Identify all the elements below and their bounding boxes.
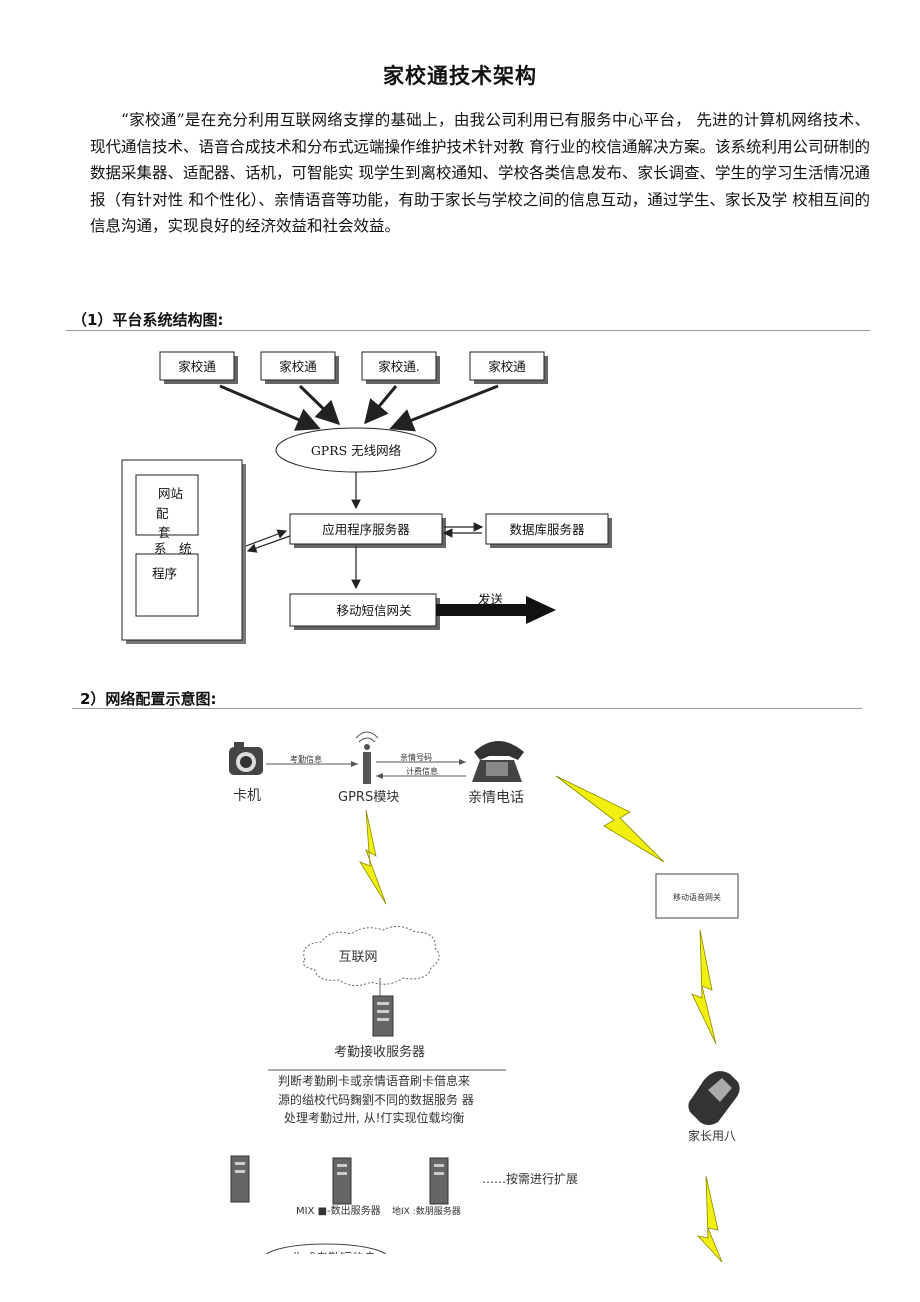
mobile-phone-icon bbox=[688, 1071, 740, 1125]
lightning-icon bbox=[691, 929, 717, 1045]
server-label-2: 地IX :数朋服务器 bbox=[392, 1205, 461, 1217]
camera-icon bbox=[229, 742, 263, 775]
gprs-network-label: GPRS 无线网络 bbox=[311, 443, 402, 458]
app-server-label: 应用程序服务器 bbox=[322, 522, 410, 537]
panel-line-2: 配 bbox=[156, 506, 169, 521]
send-arrow: 发送 bbox=[436, 592, 556, 624]
top-box-1-label: 家校通 bbox=[178, 359, 216, 374]
data-server-icon bbox=[332, 1157, 352, 1205]
app-db-link bbox=[442, 522, 484, 538]
panel-program-label: 程序 bbox=[152, 566, 177, 581]
lightning-icon bbox=[555, 775, 665, 863]
top-box-2: 家校通 bbox=[260, 351, 339, 384]
panel-line-1: 网站 bbox=[158, 486, 183, 501]
top-box-3: 家校通. bbox=[361, 351, 440, 384]
note-line-2: 源的缢校代码麴劉不同的数据服务 器 bbox=[278, 1092, 474, 1107]
attendance-info-label: 考勤信息 bbox=[290, 754, 322, 764]
note-line-1: 判断考勤刷卡或亲情语音刷卡借息来 bbox=[278, 1073, 470, 1088]
server-label-1: MIX ■-数出服务器 bbox=[296, 1204, 381, 1217]
app-server-box: 应用程序服务器 bbox=[289, 513, 446, 548]
send-label: 发送 bbox=[478, 592, 504, 607]
gprs-network-ellipse: GPRS 无线网络 bbox=[275, 427, 437, 473]
page-title: 家校通技术架构 bbox=[383, 63, 537, 88]
note-line-3: 处理考勤过卅, 从!仃实现位载均衡 bbox=[284, 1110, 464, 1125]
sms-gateway-box: 移动短信网关 bbox=[289, 593, 440, 630]
receive-server-icon bbox=[372, 995, 394, 1037]
receive-server-label: 考勤接收服务器 bbox=[334, 1044, 425, 1060]
section1-rule bbox=[66, 330, 870, 331]
voice-gateway-label: 移动语音网关 bbox=[673, 892, 721, 902]
top-box-3-label: 家校通. bbox=[378, 359, 419, 374]
family-number-label: 亲情号码 bbox=[400, 752, 432, 762]
website-panel: 网站 配 套 系 统 程序 bbox=[121, 459, 246, 644]
lightning-icons bbox=[359, 775, 723, 1263]
section2-rule bbox=[72, 708, 862, 709]
internet-cloud: 互联网 bbox=[302, 926, 440, 986]
top-arrows bbox=[219, 384, 499, 432]
sms-gateway-label: 移动短信网关 bbox=[336, 603, 411, 618]
top-box-4-label: 家校通 bbox=[488, 359, 526, 374]
panel-line-3: 套 bbox=[158, 525, 171, 540]
expand-label: ……按需进行扩展 bbox=[482, 1172, 578, 1186]
intro-paragraph: “家校通”是在充分利用互联网络支撑的基础上，由我公司利用已有服务中心平台， 先进… bbox=[90, 111, 870, 236]
gprs-antenna-icon bbox=[355, 731, 379, 784]
db-server-label: 数据库服务器 bbox=[509, 522, 585, 537]
panel-line-4: 系 统 bbox=[154, 541, 192, 556]
top-box-1: 家校通 bbox=[159, 351, 238, 384]
voice-gateway-box: 移动语音网关 bbox=[655, 873, 739, 919]
lightning-icon bbox=[696, 1175, 723, 1263]
billing-info-label: 计费信息 bbox=[406, 766, 438, 776]
data-server-icon bbox=[230, 1155, 250, 1203]
gprs-module-label: GPRS模块 bbox=[338, 790, 399, 805]
top-box-4: 家校通 bbox=[469, 351, 548, 384]
lightning-icon bbox=[359, 809, 387, 905]
telephone-icon bbox=[472, 741, 524, 782]
section1-heading: （1）平台系统结构图: bbox=[72, 311, 224, 329]
card-machine-label: 卡机 bbox=[233, 788, 261, 804]
phone-label: 亲情电话 bbox=[468, 790, 524, 806]
internet-label: 互联网 bbox=[338, 950, 377, 965]
data-server-icon bbox=[429, 1157, 449, 1205]
db-server-box: 数据库服务器 bbox=[485, 513, 612, 548]
parent-phone-label: 家长用八 bbox=[688, 1128, 736, 1143]
section2-heading: 2）网络配置示意图: bbox=[80, 690, 217, 708]
panel-app-link bbox=[245, 529, 291, 553]
top-box-2-label: 家校通 bbox=[279, 359, 317, 374]
